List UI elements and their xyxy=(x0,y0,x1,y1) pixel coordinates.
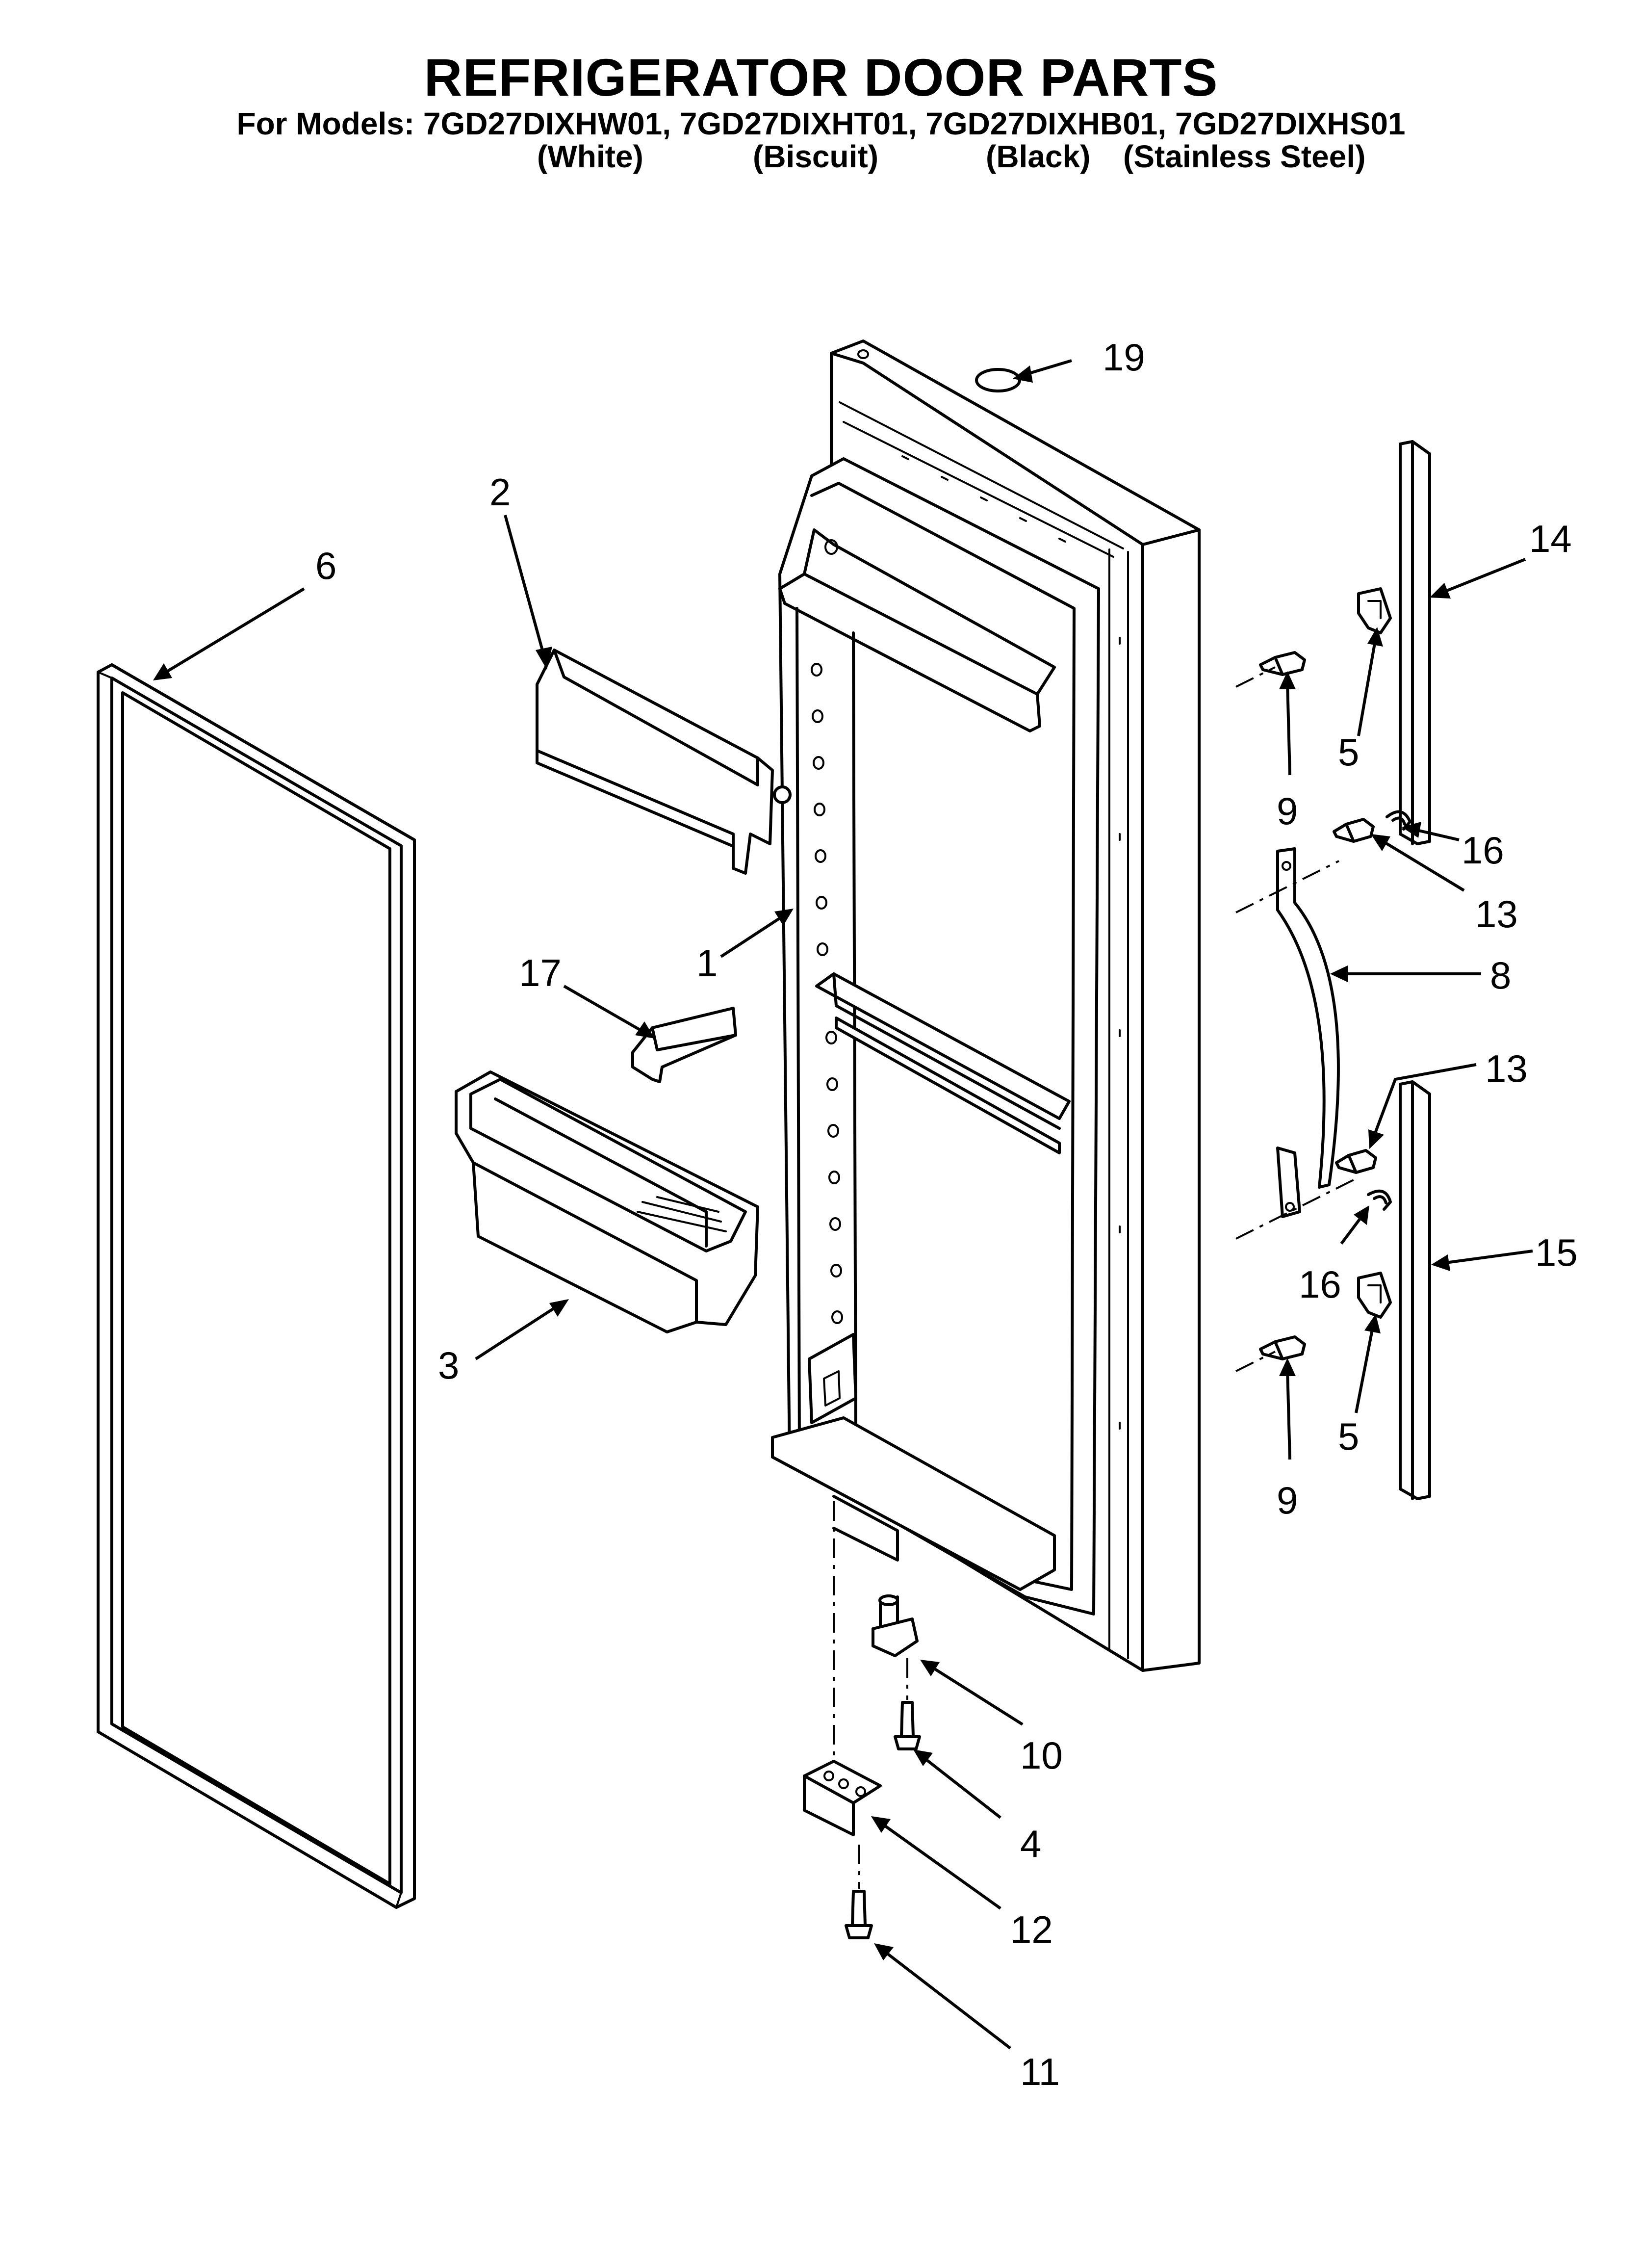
models-line: For Models: 7GD27DIXHW01, 7GD27DIXHT01, … xyxy=(236,106,1406,141)
callout-19: 19 xyxy=(1103,336,1145,379)
handle-trim-upper-part xyxy=(1399,440,1431,845)
callout-3: 3 xyxy=(438,1344,459,1387)
variant-white: (White) xyxy=(537,139,643,174)
callout-9-lower: 9 xyxy=(1277,1479,1298,1522)
plug-button-part xyxy=(975,368,1021,392)
callout-5-upper: 5 xyxy=(1338,730,1359,774)
hardware-parts xyxy=(803,587,1411,1939)
handle-screw-lower-part xyxy=(1335,1149,1377,1174)
leader-lines xyxy=(153,359,1533,2050)
dairy-door-part xyxy=(536,649,792,875)
callout-13-lower: 13 xyxy=(1485,1047,1528,1090)
callout-12: 12 xyxy=(1010,1908,1053,1951)
page-title: REFRIGERATOR DOOR PARTS xyxy=(424,48,1218,107)
clip-screw-lower-part xyxy=(1259,1335,1306,1360)
variant-black: (Black) xyxy=(986,139,1091,174)
callout-16-upper: 16 xyxy=(1462,829,1504,872)
callout-11: 11 xyxy=(1020,2050,1060,2093)
callout-1: 1 xyxy=(696,941,718,985)
callout-10: 10 xyxy=(1020,1734,1063,1777)
handle-trim-lower-part xyxy=(1399,1080,1431,1500)
clip-screw-upper-part xyxy=(1259,651,1306,676)
trim-clip-upper-part xyxy=(1357,587,1392,634)
hinge-pin-part xyxy=(872,1594,919,1657)
trim-clip-lower-part xyxy=(1357,1272,1392,1319)
gasket-part xyxy=(97,663,416,1909)
bottom-hinge-part xyxy=(803,1760,882,1836)
callout-9-upper: 9 xyxy=(1277,789,1298,833)
callout-8: 8 xyxy=(1490,954,1511,997)
variant-biscuit: (Biscuit) xyxy=(753,139,878,174)
callout-16-lower: 16 xyxy=(1299,1263,1341,1306)
callout-13-upper: 13 xyxy=(1475,892,1518,936)
callout-5-lower: 5 xyxy=(1338,1415,1359,1458)
hinge-screw-part xyxy=(894,1701,921,1750)
clip-upper-part xyxy=(1385,810,1411,831)
clip-lower-part xyxy=(1367,1189,1392,1211)
handle-screw-upper-part xyxy=(1333,818,1375,843)
callout-4: 4 xyxy=(1020,1822,1041,1865)
handle-part xyxy=(1235,847,1354,1240)
callout-2: 2 xyxy=(489,470,511,514)
variant-stainless-steel: (Stainless Steel) xyxy=(1123,139,1366,174)
bottom-screw-part xyxy=(845,1890,873,1939)
callout-15: 15 xyxy=(1535,1231,1578,1274)
callout-17: 17 xyxy=(519,951,562,994)
shelf-clip-part xyxy=(631,1007,737,1083)
door-part xyxy=(771,339,1201,1672)
callout-14: 14 xyxy=(1529,517,1572,560)
callout-labels: 19 2 6 1 17 3 14 5 9 16 13 8 13 15 16 5 … xyxy=(315,336,1578,2093)
door-bin-part xyxy=(455,1070,759,1333)
callout-6: 6 xyxy=(315,544,336,587)
